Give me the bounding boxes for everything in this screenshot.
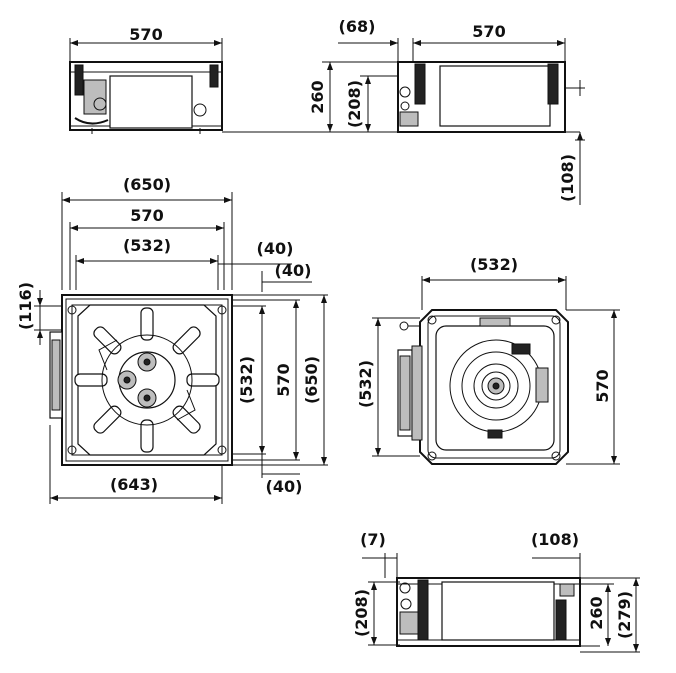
dim-top-right-height: 260 xyxy=(308,80,327,113)
dim-bottom-right-offset: (108) xyxy=(531,530,579,549)
bottom-right-side-view: (7) (108) (208) 260 (279 xyxy=(352,530,640,653)
dim-offset-side: (40) xyxy=(275,261,312,280)
dim-inner-height: (532) xyxy=(237,356,256,404)
dim-offset-top: (40) xyxy=(257,239,294,258)
middle-left-plan-view: (650) 570 (532) (40) (40) (116) xyxy=(16,175,328,504)
dim-bottom-height-a: 260 xyxy=(587,596,606,629)
dim-bottom-offset: (40) xyxy=(266,477,303,496)
top-right-side-view: (68) 570 260 (208) (108) xyxy=(222,17,585,205)
dim-right-left-height: (532) xyxy=(356,360,375,408)
top-left-side-view: 570 xyxy=(69,25,223,134)
dim-bottom-height-b: (279) xyxy=(615,591,634,639)
dim-left-drop: (116) xyxy=(16,282,35,330)
dim-top-left-width: 570 xyxy=(129,25,162,44)
dim-outer-height: (650) xyxy=(302,356,321,404)
dim-bottom-left-height: (208) xyxy=(352,589,371,637)
dim-right-width: (532) xyxy=(470,255,518,274)
middle-right-plan-view: (532) (532) 570 xyxy=(356,255,620,465)
dim-height: 570 xyxy=(274,363,293,396)
dim-bottom-left-offset: (7) xyxy=(360,530,386,549)
dim-top-right-offset: (68) xyxy=(339,17,376,36)
dim-top-right-drop: (108) xyxy=(558,154,577,202)
dim-outer-width: (650) xyxy=(123,175,171,194)
dim-right-right-height: 570 xyxy=(593,369,612,402)
dim-width: 570 xyxy=(130,206,163,225)
dim-inner-width: (532) xyxy=(123,236,171,255)
dim-top-right-inner-height: (208) xyxy=(345,80,364,128)
dim-top-right-width: 570 xyxy=(472,22,505,41)
dim-bottom-width: (643) xyxy=(110,475,158,494)
